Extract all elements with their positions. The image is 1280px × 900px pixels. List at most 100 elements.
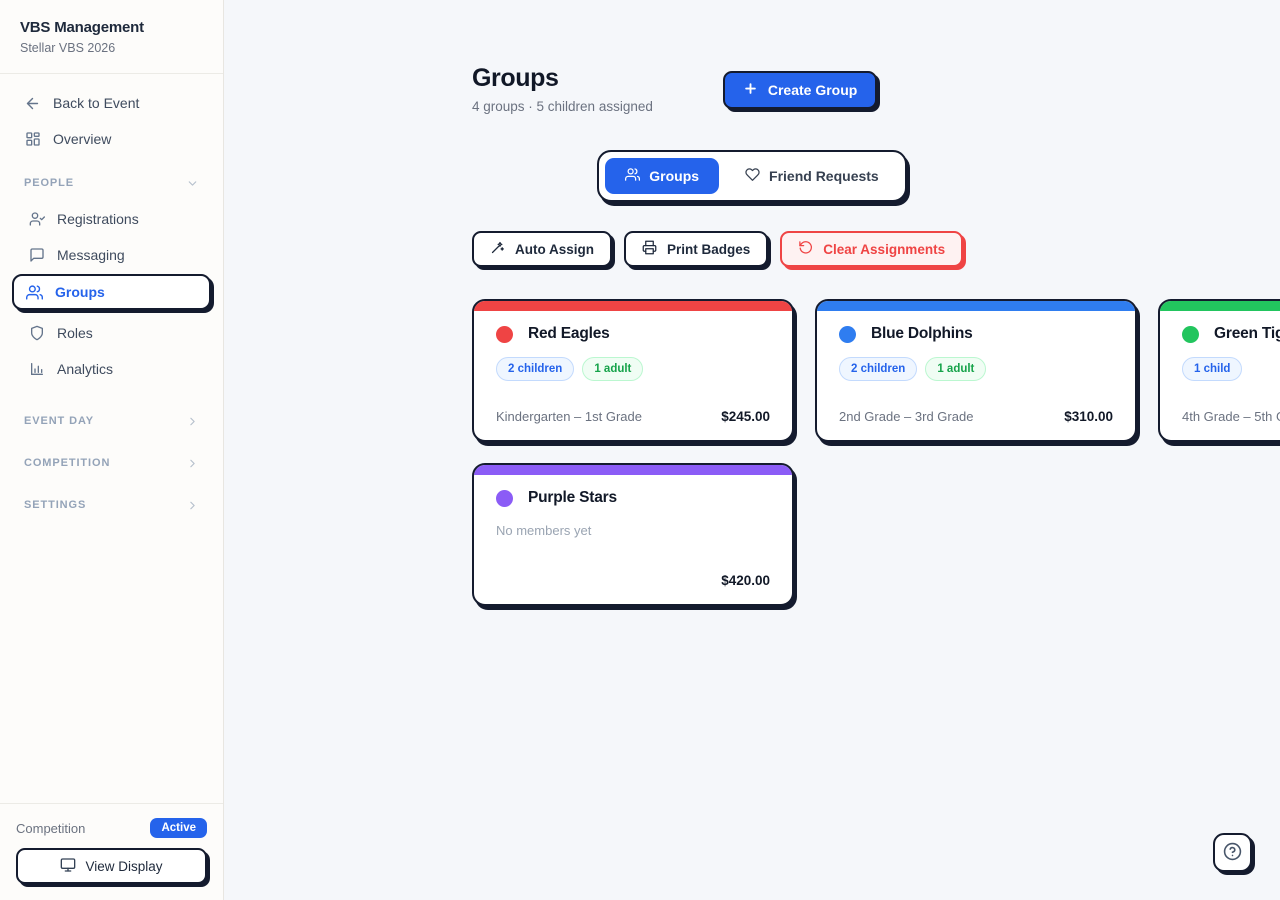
- group-color-stripe: [474, 465, 792, 475]
- group-card-body: Purple Stars No members yet $420.00: [474, 475, 792, 604]
- adult-count-badge: 1 adult: [582, 357, 644, 381]
- chevron-right-icon: [186, 457, 199, 470]
- chevron-right-icon: [186, 499, 199, 512]
- tab-label: Groups: [649, 168, 700, 184]
- sidebar: VBS Management Stellar VBS 2026 Back to …: [0, 0, 224, 900]
- clear-assignments-label: Clear Assignments: [823, 241, 946, 257]
- group-card[interactable]: Blue Dolphins 2 children 1 adult 2nd Gra…: [815, 299, 1137, 442]
- bar-chart-icon: [28, 361, 45, 378]
- sidebar-section-event-day[interactable]: EVENT DAY: [12, 406, 211, 436]
- print-badges-button[interactable]: Print Badges: [624, 231, 769, 267]
- group-name: Red Eagles: [528, 325, 610, 342]
- tab-groups[interactable]: Groups: [605, 158, 720, 194]
- page-title-block: Groups 4 groups · 5 children assigned: [472, 62, 653, 114]
- sidebar-item-roles[interactable]: Roles: [12, 316, 211, 350]
- sidebar-section-people[interactable]: PEOPLE: [12, 168, 211, 198]
- group-empty-state: No members yet: [496, 523, 592, 538]
- sidebar-item-analytics[interactable]: Analytics: [12, 352, 211, 386]
- sidebar-item-label: Back to Event: [53, 95, 140, 111]
- status-badge: Active: [150, 818, 207, 838]
- view-display-label: View Display: [85, 858, 163, 874]
- group-name: Blue Dolphins: [871, 325, 973, 342]
- children-count-badge: 1 child: [1182, 357, 1243, 381]
- print-badges-label: Print Badges: [667, 241, 751, 257]
- brand-subtitle: Stellar VBS 2026: [20, 41, 116, 55]
- chevron-down-icon: [186, 177, 199, 190]
- group-badges: 2 children 1 adult: [496, 357, 770, 381]
- group-card[interactable]: Green Tigers 1 child 4th Grade – 5th Gra…: [1158, 299, 1280, 442]
- view-display-button[interactable]: View Display: [16, 848, 207, 884]
- heart-icon: [745, 167, 760, 185]
- auto-assign-button[interactable]: Auto Assign: [472, 231, 612, 267]
- sidebar-item-label: Overview: [53, 131, 112, 147]
- reset-icon: [798, 240, 813, 258]
- help-button[interactable]: [1213, 833, 1252, 872]
- group-badges: 2 children 1 adult: [839, 357, 1113, 381]
- page-subtitle: 4 groups · 5 children assigned: [472, 99, 653, 114]
- group-grade-range: Kindergarten – 1st Grade: [496, 409, 642, 424]
- create-group-label: Create Group: [767, 82, 858, 98]
- sidebar-item-label: Messaging: [57, 247, 125, 263]
- group-card-body: Blue Dolphins 2 children 1 adult 2nd Gra…: [817, 311, 1135, 440]
- group-card-footer: Kindergarten – 1st Grade $245.00: [496, 409, 770, 440]
- users-icon: [26, 284, 43, 301]
- group-title-row: Red Eagles: [496, 325, 770, 343]
- group-amount: $310.00: [1064, 409, 1113, 424]
- group-card-footer: 4th Grade – 5th Grade $175.00: [1182, 409, 1280, 440]
- group-name: Green Tigers: [1214, 325, 1280, 342]
- sidebar-item-messaging[interactable]: Messaging: [12, 238, 211, 272]
- children-count-badge: 2 children: [496, 357, 575, 381]
- clear-assignments-button[interactable]: Clear Assignments: [780, 231, 964, 267]
- help-circle-icon: [1223, 842, 1242, 864]
- sidebar-item-registrations[interactable]: Registrations: [12, 202, 211, 236]
- shield-icon: [28, 325, 45, 342]
- group-card-footer: $420.00: [496, 573, 770, 604]
- sidebar-section-label: SETTINGS: [24, 499, 87, 511]
- group-card[interactable]: Purple Stars No members yet $420.00: [472, 463, 794, 606]
- group-amount: $420.00: [721, 573, 770, 588]
- brand-block: VBS Management Stellar VBS 2026: [0, 0, 223, 74]
- sidebar-section-label: PEOPLE: [24, 177, 75, 189]
- sidebar-item-back-to-event[interactable]: Back to Event: [12, 86, 211, 120]
- group-title-row: Purple Stars: [496, 489, 770, 507]
- sidebar-item-label: Analytics: [57, 361, 114, 377]
- sidebar-section-competition[interactable]: COMPETITION: [12, 448, 211, 478]
- group-color-stripe: [1160, 301, 1280, 311]
- page-header: Groups 4 groups · 5 children assigned Cr…: [224, 0, 1280, 114]
- monitor-icon: [60, 857, 76, 876]
- auto-assign-label: Auto Assign: [515, 241, 594, 257]
- tab-bar: Groups Friend Requests: [597, 150, 907, 202]
- layout-dashboard-icon: [24, 131, 41, 148]
- sidebar-item-groups[interactable]: Groups: [12, 274, 211, 310]
- tab-friend-requests[interactable]: Friend Requests: [725, 158, 899, 194]
- group-color-dot: [496, 489, 513, 507]
- group-card-footer: 2nd Grade – 3rd Grade $310.00: [839, 409, 1113, 440]
- tab-label: Friend Requests: [769, 168, 879, 184]
- group-card[interactable]: Red Eagles 2 children 1 adult Kindergart…: [472, 299, 794, 442]
- brand-title: VBS Management: [20, 19, 144, 36]
- group-color-dot: [839, 325, 856, 343]
- sidebar-nav: Back to Event Overview PEOPLE Registr: [0, 74, 223, 803]
- sidebar-section-settings[interactable]: SETTINGS: [12, 490, 211, 520]
- sidebar-section-label: EVENT DAY: [24, 415, 95, 427]
- spacer: [12, 388, 211, 394]
- group-grade-range: 4th Grade – 5th Grade: [1182, 409, 1280, 424]
- sidebar-item-overview[interactable]: Overview: [12, 122, 211, 156]
- group-amount: $245.00: [721, 409, 770, 424]
- adult-count-badge: 1 adult: [925, 357, 987, 381]
- group-color-dot: [496, 325, 513, 343]
- chevron-right-icon: [186, 415, 199, 428]
- group-color-stripe: [817, 301, 1135, 311]
- group-color-stripe: [474, 301, 792, 311]
- create-group-button[interactable]: Create Group: [722, 71, 878, 109]
- group-title-row: Green Tigers: [1182, 325, 1280, 343]
- arrow-left-icon: [24, 95, 41, 112]
- group-name: Purple Stars: [528, 489, 617, 506]
- group-card-body: Red Eagles 2 children 1 adult Kindergart…: [474, 311, 792, 440]
- sidebar-item-label: Groups: [55, 284, 105, 300]
- action-toolbar: Auto Assign Print Badges Clear Assignmen…: [224, 231, 1280, 267]
- sidebar-item-label: Roles: [57, 325, 93, 341]
- main-content: Groups 4 groups · 5 children assigned Cr…: [224, 0, 1280, 900]
- message-square-icon: [28, 247, 45, 264]
